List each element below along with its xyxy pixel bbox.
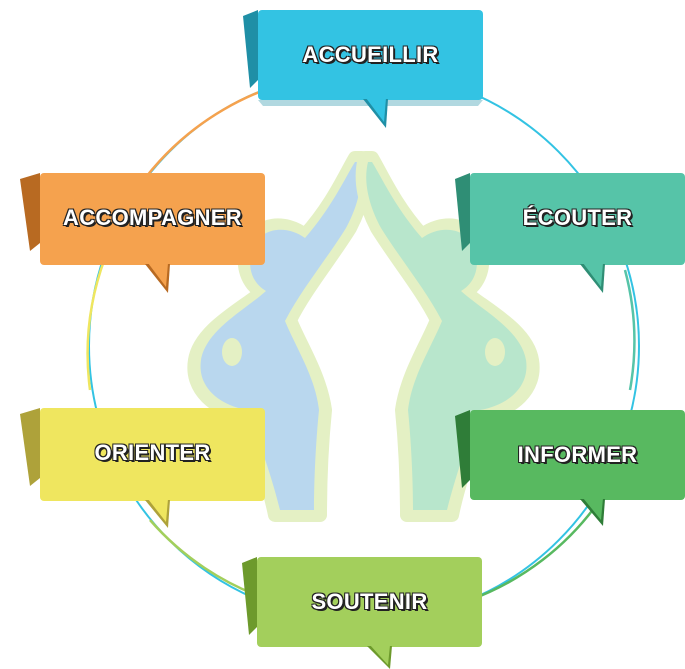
step-orienter: ORIENTER bbox=[20, 408, 265, 528]
step-informer: INFORMER bbox=[455, 410, 685, 526]
step-ecouter: ÉCOUTER bbox=[455, 173, 685, 293]
step-accueillir: ACCUEILLIR bbox=[243, 10, 483, 128]
step-accompagner: ACCOMPAGNER bbox=[20, 173, 265, 293]
step-soutenir: SOUTENIR bbox=[242, 557, 482, 669]
step-label-ecouter: ÉCOUTER bbox=[522, 205, 633, 230]
step-label-informer: INFORMER bbox=[517, 442, 638, 467]
step-label-accueillir: ACCUEILLIR bbox=[302, 42, 439, 67]
step-label-accompagner: ACCOMPAGNER bbox=[63, 205, 242, 230]
step-label-soutenir: SOUTENIR bbox=[311, 589, 428, 614]
step-label-orienter: ORIENTER bbox=[94, 440, 211, 465]
